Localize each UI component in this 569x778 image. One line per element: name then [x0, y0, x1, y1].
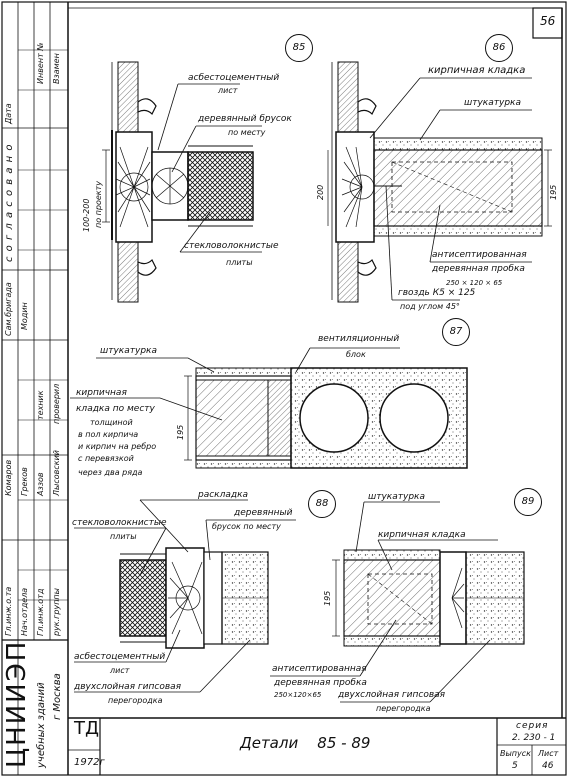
- d87-label-brick: кирпичная: [76, 388, 127, 398]
- d85-label-bar-b: по месту: [228, 128, 266, 137]
- sheet-title: Детали 85 - 89: [240, 734, 371, 752]
- d85-label-fiber-b: плиты: [226, 258, 253, 267]
- d85-label-asbestos: асбестоцементный: [188, 73, 280, 83]
- detail-87-marker: 87: [442, 318, 470, 346]
- d87-label-brick-c: толщиной: [90, 418, 133, 427]
- d86-dim1: 200: [316, 184, 325, 200]
- page-value: 46: [542, 761, 554, 771]
- stamp-date: Дата: [4, 103, 13, 124]
- stamp-soglasovano: с о г л а с о в а н о: [4, 143, 15, 262]
- stamp-gl-spec: Гл.инж.отд: [36, 588, 45, 636]
- series-label: серия: [516, 721, 549, 731]
- stamp-nach-otd: Нач.отдела: [20, 587, 29, 636]
- detail-85-drawing: [102, 61, 262, 303]
- stamp-gl-inzh: Гл.инж.о.та: [4, 586, 13, 636]
- stamp-komarov: Комаров: [4, 459, 13, 496]
- d86-label-brick: кирпичная кладка: [428, 65, 526, 76]
- stamp-vzamen: Взамен: [52, 53, 61, 84]
- sheet-year: 1972г: [74, 757, 105, 768]
- stamp-lysovsky: Лысовский: [52, 450, 61, 496]
- d89-label-plug-c: 250×120×65: [274, 691, 322, 699]
- d89-label-partition-b: перегородка: [376, 704, 431, 713]
- d87-label-vent-b: блок: [346, 350, 366, 359]
- d88-label-partition-b: перегородка: [108, 696, 163, 705]
- d87-dim: 195: [176, 424, 185, 440]
- d89-label-plug: антисептированная: [272, 664, 367, 674]
- detail-88-drawing: [74, 499, 296, 693]
- stamp-td: ТД: [74, 718, 100, 739]
- d87-label-brick-g: через два ряда: [78, 468, 143, 477]
- d89-dim: 195: [323, 590, 332, 606]
- d88-label-bar: деревянный: [234, 508, 293, 518]
- detail-87-drawing: [70, 347, 468, 469]
- detail-88-marker: 88: [308, 490, 336, 518]
- issue-label: Выпуск: [500, 749, 531, 758]
- d87-label-vent: вентиляционный: [318, 334, 400, 344]
- d89-label-plaster: штукатурка: [368, 492, 425, 502]
- detail-89-marker: 89: [514, 488, 542, 516]
- d87-label-plaster: штукатурка: [100, 346, 157, 356]
- org-name: ЦНИИЭП: [2, 639, 32, 768]
- page-number: 56: [540, 14, 556, 28]
- d86-dim2: 195: [549, 184, 558, 200]
- d88-label-fiber-b: плиты: [110, 532, 137, 541]
- stamp-inv: Инвент №: [36, 42, 45, 84]
- issue-value: 5: [512, 761, 518, 771]
- d87-label-brick-b: кладка по месту: [76, 404, 155, 414]
- d86-label-plug-c: 250 × 120 × 65: [446, 279, 503, 287]
- d85-label-bar: деревянный брусок: [198, 114, 292, 124]
- d86-label-plaster: штукатурка: [464, 98, 521, 108]
- stamp-tech: техник: [36, 390, 45, 420]
- org-sub1: учебных зданий: [36, 682, 47, 768]
- d88-label-bar-b: брусок по месту: [212, 522, 281, 531]
- d89-label-brick: кирпичная кладка: [378, 530, 466, 540]
- page-label: Лист: [538, 749, 559, 758]
- d85-dim: 100-200: [82, 198, 91, 232]
- d87-label-brick-f: с перевязкой: [78, 454, 134, 463]
- stamp-nach: Аззов: [36, 472, 45, 496]
- d85-label-asbestos-b: лист: [218, 86, 238, 95]
- series-value: 2. 230 - 1: [512, 733, 556, 743]
- detail-86-marker: 86: [485, 34, 513, 62]
- d85-dim-b: по проекту: [94, 180, 103, 228]
- d86-label-plug-b: деревянная пробка: [432, 264, 525, 274]
- d85-label-fiber: стекловолокнистые: [184, 241, 279, 251]
- stamp-grekov: Греков: [20, 467, 29, 496]
- detail-85-marker: 85: [285, 34, 313, 62]
- d88-label-fiber: стекловолокнистые: [72, 518, 167, 528]
- d87-label-brick-e: и кирпич на ребро: [78, 442, 157, 451]
- org-sub2: г Москва: [52, 673, 63, 720]
- d88-label-asbestos: асбестоцементный: [74, 652, 166, 662]
- detail-89-drawing: [270, 501, 525, 703]
- d86-label-nail-b: под углом 45°: [400, 302, 460, 311]
- d89-label-plug-b: деревянная пробка: [274, 678, 367, 688]
- d88-label-asbestos-b: лист: [110, 666, 130, 675]
- d86-label-plug: антисептированная: [432, 250, 527, 260]
- detail-86-drawing: [327, 61, 552, 303]
- d88-label-partition: двухслойная гипсовая: [74, 682, 182, 692]
- stamp-group-name: Модин: [20, 302, 29, 330]
- d86-label-nail: гвоздь К5 × 125: [398, 288, 476, 298]
- d88-label-raskladka: раскладка: [198, 490, 249, 500]
- stamp-check: проверил: [52, 383, 61, 424]
- d89-label-partition: двухслойная гипсовая: [338, 690, 446, 700]
- stamp-group: Сам.бригада: [4, 282, 13, 336]
- d87-label-brick-d: в пол кирпича: [78, 430, 139, 439]
- stamp-ruk: рук.группы: [52, 588, 61, 636]
